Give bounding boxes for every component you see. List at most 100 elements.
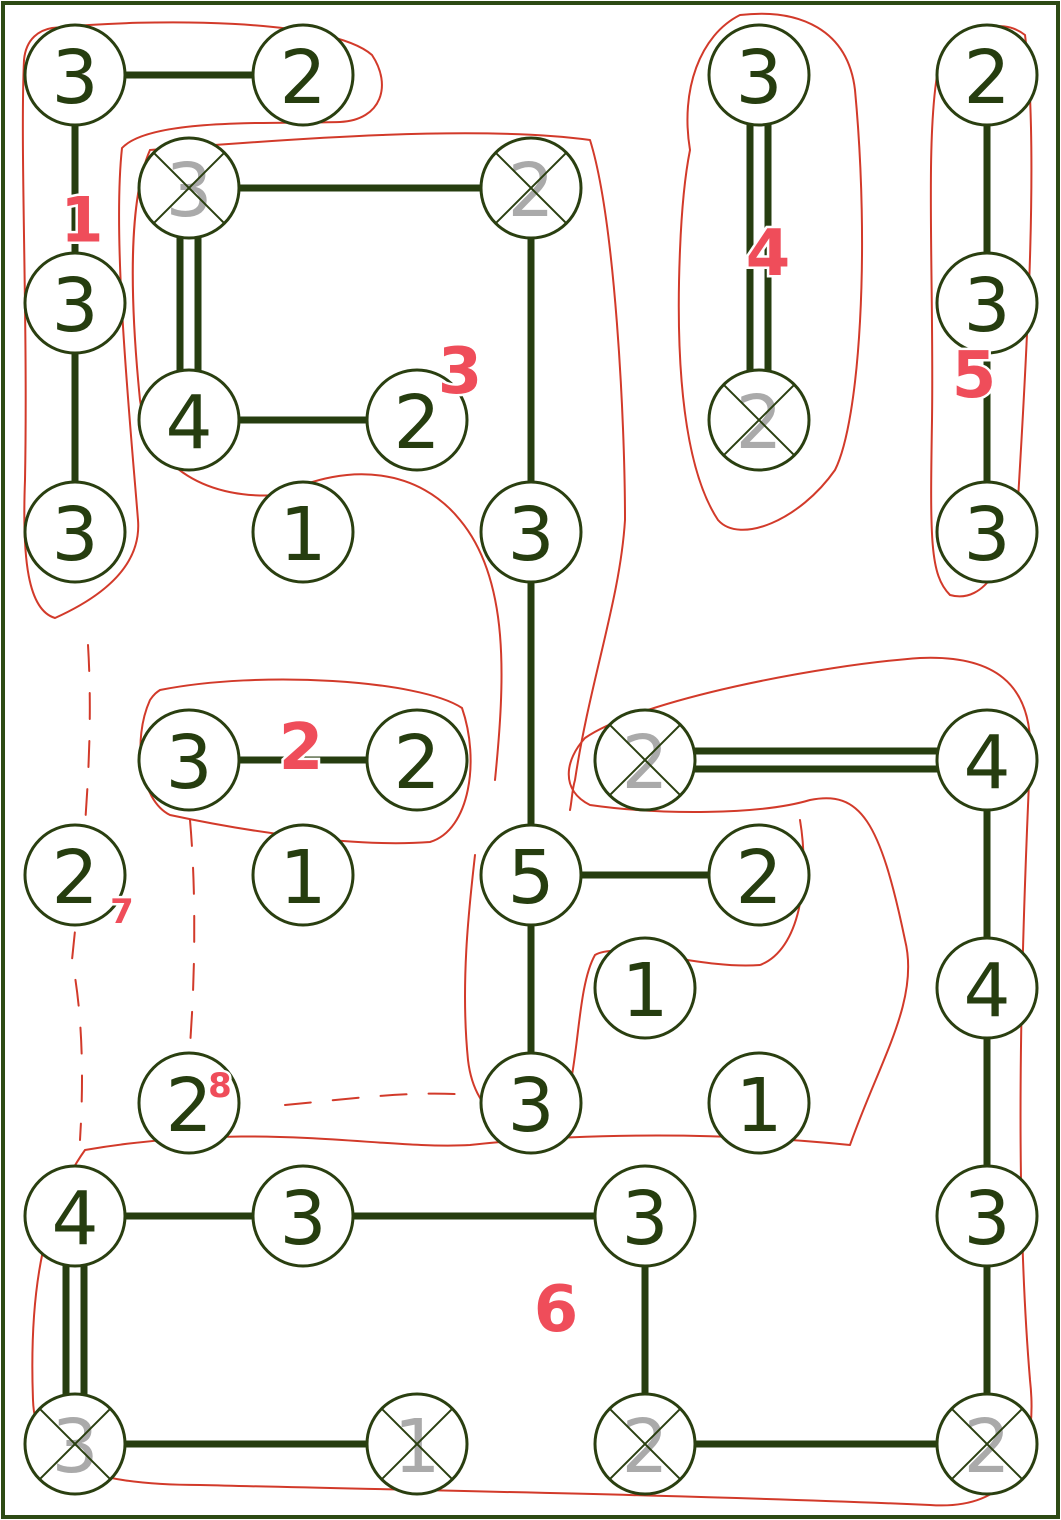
island-number: 2: [621, 720, 668, 806]
region-label-7: 7: [110, 892, 134, 932]
island-number: 3: [735, 35, 782, 121]
region-4-outline: [677, 12, 864, 531]
island-circle: [707, 23, 811, 127]
island-circle: [479, 1051, 583, 1155]
island-n27[interactable]: 3: [479, 1051, 583, 1155]
cross-mark: [152, 151, 226, 225]
island-n34[interactable]: 1: [365, 1392, 469, 1496]
island-circle: [365, 368, 469, 472]
island-n22[interactable]: 5: [479, 823, 583, 927]
island-circle: [935, 708, 1039, 812]
cross-mark: [494, 151, 568, 225]
island-n16[interactable]: 3: [137, 708, 241, 812]
region-inner-outline: [464, 819, 805, 1127]
island-number: 3: [165, 720, 212, 806]
island-n11[interactable]: 2: [707, 368, 811, 472]
island-number: 1: [393, 1404, 440, 1490]
island-number: 2: [963, 35, 1010, 121]
island-n26[interactable]: 2: [137, 1051, 241, 1155]
island-number: 4: [51, 1176, 98, 1262]
island-number: 1: [621, 948, 668, 1034]
island-circle: [23, 23, 127, 127]
island-circle: [137, 368, 241, 472]
region-label-2: 2: [279, 711, 324, 785]
island-number: 3: [621, 1176, 668, 1262]
island-n29[interactable]: 4: [23, 1164, 127, 1268]
island-n2[interactable]: 2: [251, 23, 355, 127]
region-label-6: 6: [534, 1273, 579, 1347]
island-n1[interactable]: 3: [23, 23, 127, 127]
island-n20[interactable]: 2: [23, 823, 127, 927]
island-n4[interactable]: 2: [935, 23, 1039, 127]
island-n28[interactable]: 1: [707, 1051, 811, 1155]
island-circle: [23, 251, 127, 355]
dashed-link-left: [71, 644, 91, 1141]
island-n35[interactable]: 2: [593, 1392, 697, 1496]
region-label-5: 5: [952, 339, 997, 413]
island-n19[interactable]: 4: [935, 708, 1039, 812]
island-circle: [365, 708, 469, 812]
island-number: 3: [51, 263, 98, 349]
island-n6[interactable]: 2: [479, 136, 583, 240]
island-n8[interactable]: 3: [935, 251, 1039, 355]
island-n14[interactable]: 3: [479, 480, 583, 584]
region-label-8: 8: [208, 1066, 232, 1106]
island-n24[interactable]: 1: [593, 936, 697, 1040]
island-number: 2: [165, 1063, 212, 1149]
island-circle: [251, 1164, 355, 1268]
island-n21[interactable]: 1: [251, 823, 355, 927]
island-n25[interactable]: 4: [935, 936, 1039, 1040]
region-1-outline: [21, 21, 383, 619]
region-6-outline: [31, 656, 1033, 1507]
island-circle: [251, 23, 355, 127]
island-n12[interactable]: 3: [23, 480, 127, 584]
cross-mark: [380, 1407, 454, 1481]
island-n30[interactable]: 3: [251, 1164, 355, 1268]
cross-mark: [608, 723, 682, 797]
region-2-outline: [139, 678, 472, 845]
cross-mark: [38, 1407, 112, 1481]
island-number: 1: [279, 835, 326, 921]
island-number: 4: [165, 380, 212, 466]
island-n15[interactable]: 3: [935, 480, 1039, 584]
island-n7[interactable]: 3: [23, 251, 127, 355]
island-number: 1: [735, 1063, 782, 1149]
island-circle: [935, 480, 1039, 584]
island-n31[interactable]: 3: [593, 1164, 697, 1268]
cross-mark: [722, 383, 796, 457]
region-label-4: 4: [746, 217, 791, 291]
island-n13[interactable]: 1: [251, 480, 355, 584]
island-circle: [23, 823, 127, 927]
island-n32[interactable]: 3: [935, 1164, 1039, 1268]
island-number: 3: [165, 148, 212, 234]
island-number: 5: [507, 835, 554, 921]
island-circle: [593, 936, 697, 1040]
region-label-1: 1: [60, 184, 103, 257]
island-number: 3: [507, 1063, 554, 1149]
island-n18[interactable]: 2: [593, 708, 697, 812]
island-n5[interactable]: 3: [137, 136, 241, 240]
island-number: 3: [51, 35, 98, 121]
island-n9[interactable]: 4: [137, 368, 241, 472]
island-n23[interactable]: 2: [707, 823, 811, 927]
island-n17[interactable]: 2: [365, 708, 469, 812]
island-number: 1: [279, 492, 326, 578]
island-number: 4: [963, 720, 1010, 806]
island-circle: [479, 823, 583, 927]
island-n3[interactable]: 3: [707, 23, 811, 127]
island-circle: [935, 23, 1039, 127]
island-circle: [251, 480, 355, 584]
island-number: 3: [279, 1176, 326, 1262]
island-number: 3: [963, 263, 1010, 349]
island-circle: [935, 1164, 1039, 1268]
island-number: 2: [393, 380, 440, 466]
island-n36[interactable]: 2: [935, 1392, 1039, 1496]
island-circle: [137, 708, 241, 812]
island-circle: [935, 936, 1039, 1040]
island-n10[interactable]: 2: [365, 368, 469, 472]
island-n33[interactable]: 3: [23, 1392, 127, 1496]
island-number: 2: [735, 380, 782, 466]
cross-mark: [950, 1407, 1024, 1481]
